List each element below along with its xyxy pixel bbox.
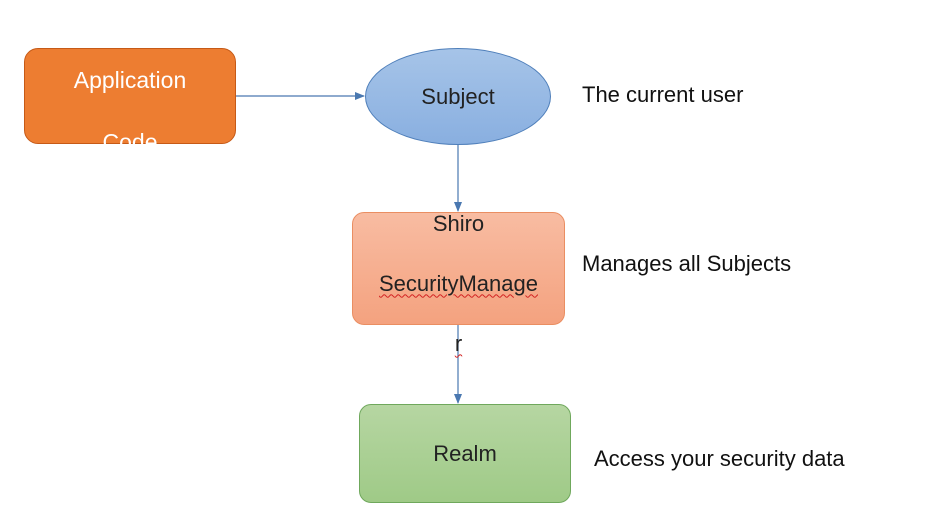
realm-description: Access your security data bbox=[594, 446, 845, 471]
subject-node[interactable]: Subject bbox=[365, 48, 551, 145]
realm-label: Realm bbox=[433, 440, 497, 466]
security-manager-label: Shiro SecurityManage r bbox=[379, 210, 538, 356]
application-code-node[interactable]: Application Code bbox=[24, 48, 236, 155]
realm-node[interactable]: Realm bbox=[359, 404, 571, 503]
application-code-label: Application Code bbox=[73, 67, 187, 155]
subject-description: The current user bbox=[582, 82, 744, 107]
security-manager-description: Manages all Subjects bbox=[582, 251, 792, 276]
security-manager-node[interactable]: Shiro SecurityManage r bbox=[352, 211, 565, 356]
spellcheck-underline: SecurityManage bbox=[379, 270, 538, 296]
subject-label: Subject bbox=[421, 83, 495, 109]
